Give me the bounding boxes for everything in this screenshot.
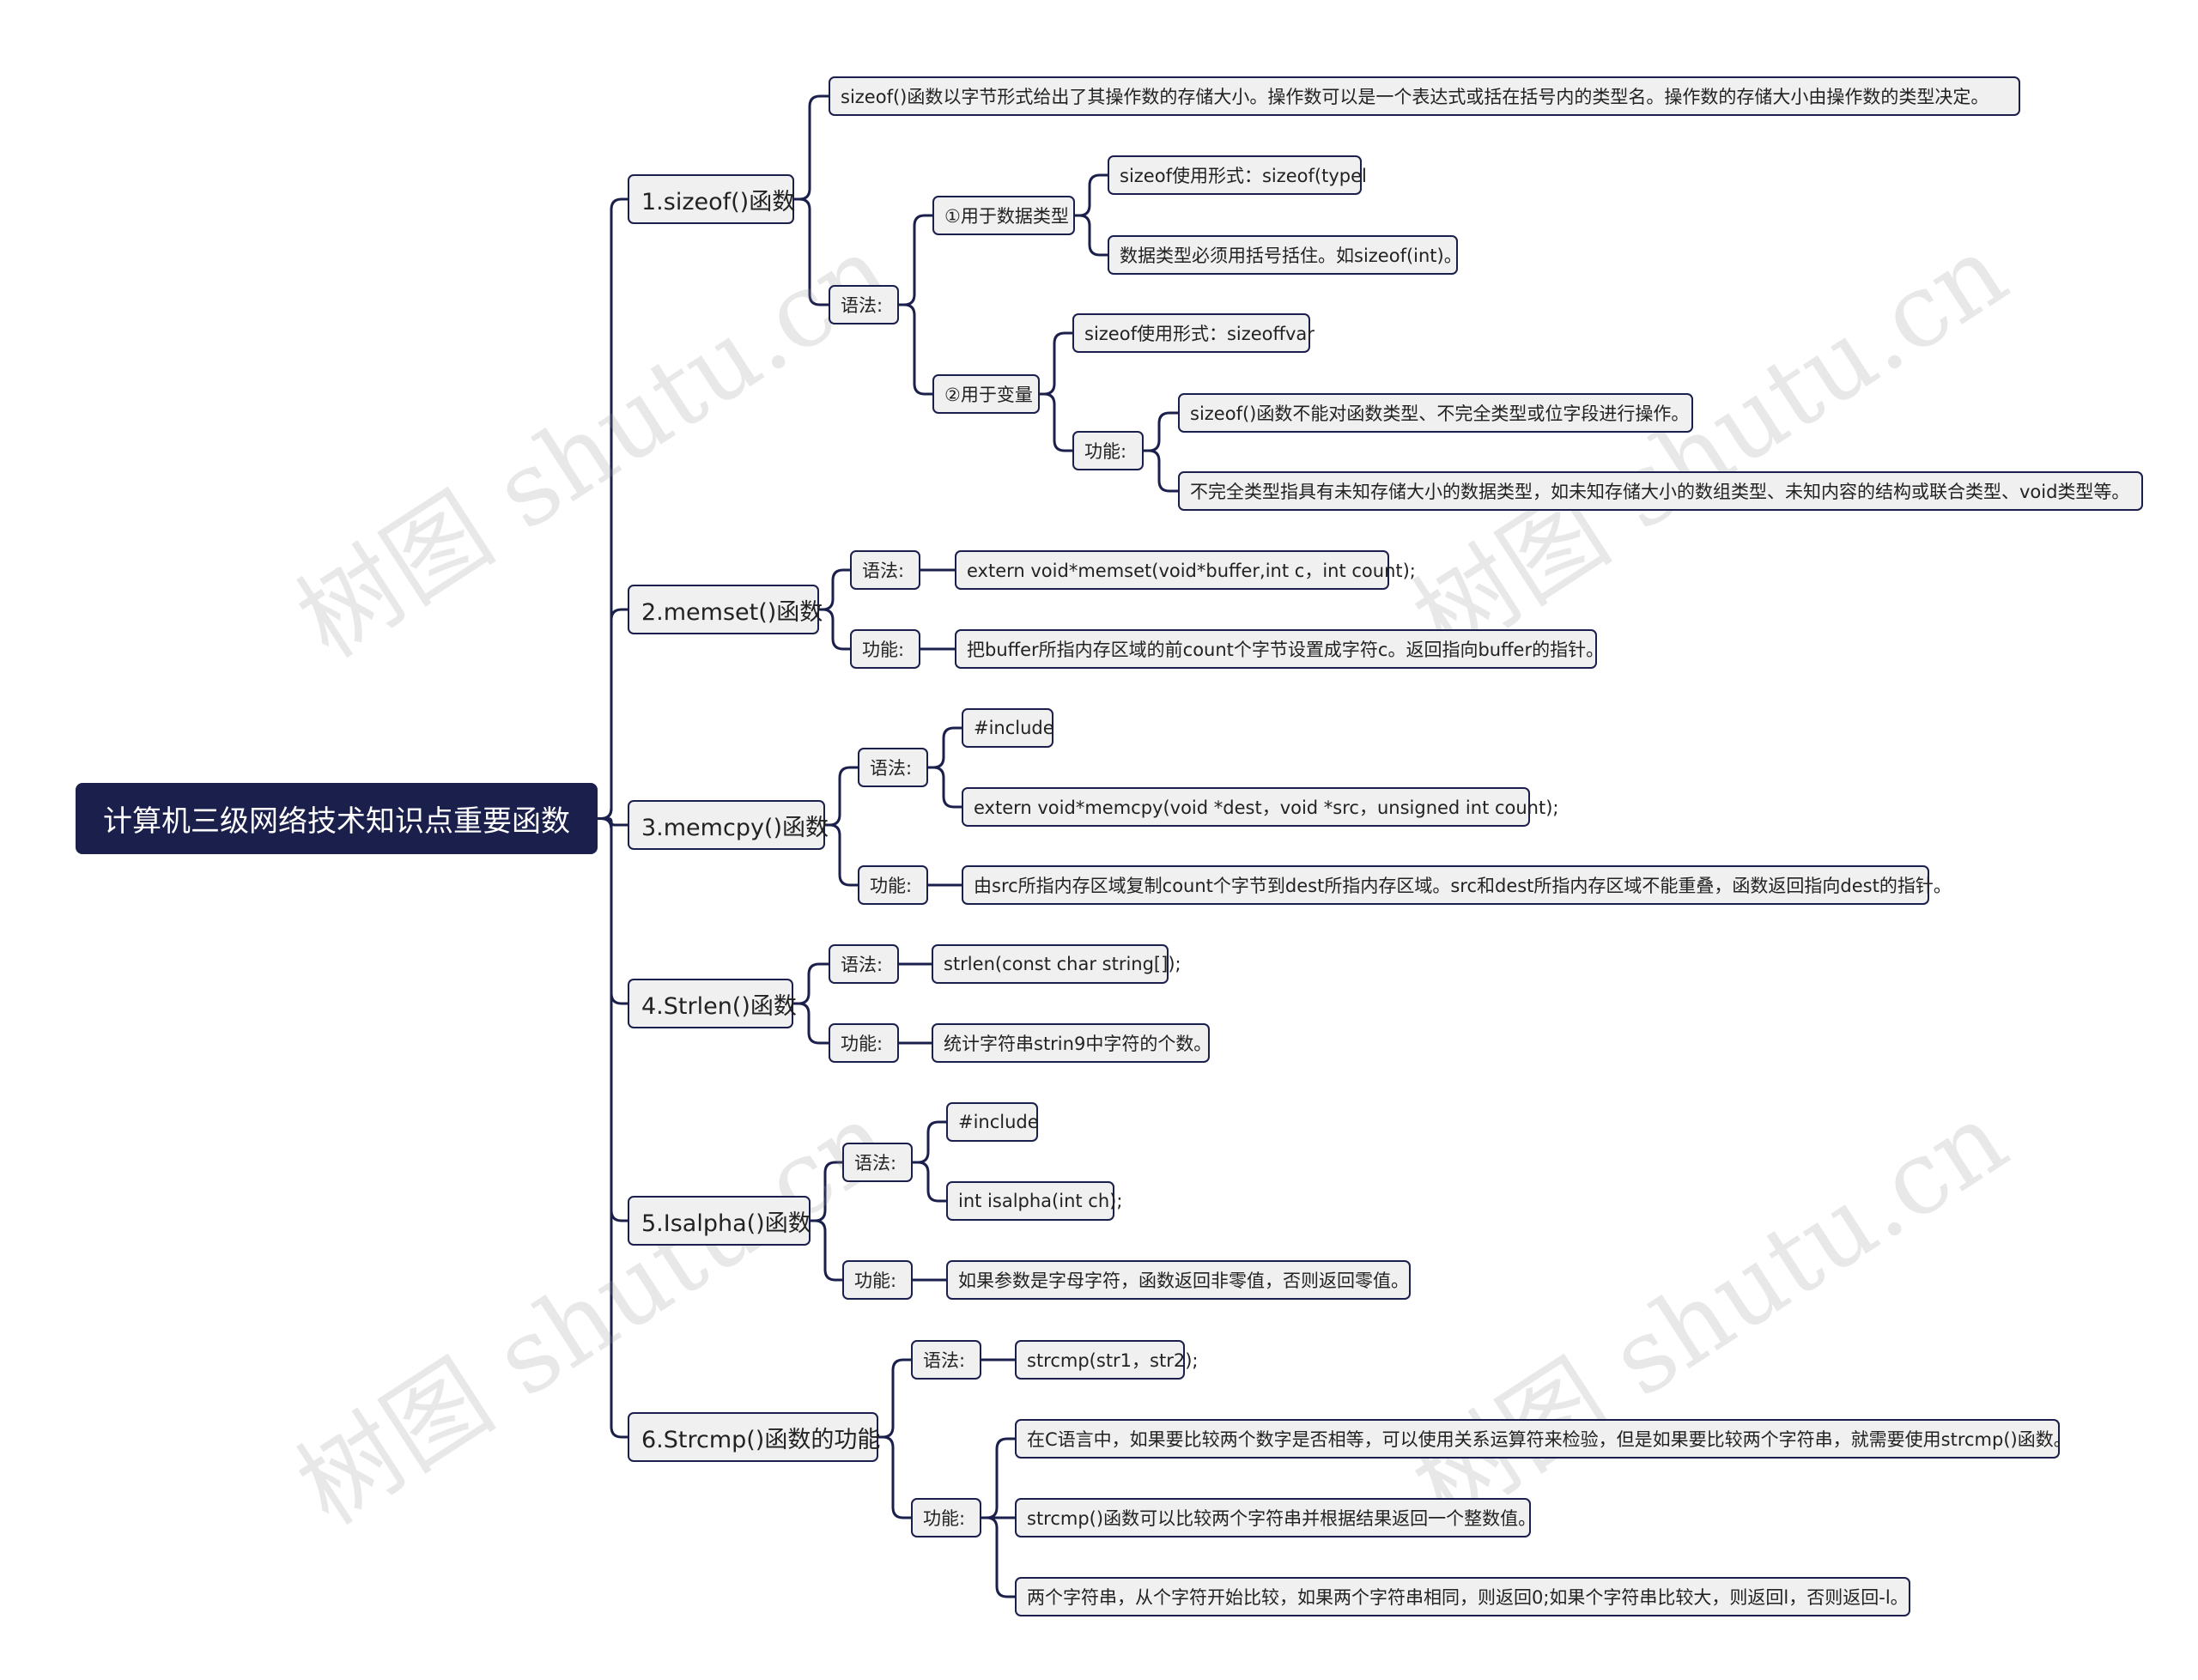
strcmp-function-item[interactable]: 在C语言中，如果要比较两个数字是否相等，可以使用关系运算符来检验，但是如果要比较… — [1015, 1419, 2072, 1459]
connector-line — [794, 94, 829, 201]
connector-line — [899, 303, 932, 396]
memcpy-syntax[interactable]: extern void*memcpy(void *dest，void *src，… — [962, 787, 1559, 827]
isalpha-function[interactable]: 如果参数是字母字符，函数返回非零值，否则返回零值。 — [946, 1260, 1411, 1300]
connector-line — [878, 1435, 911, 1519]
memset-syntax-label[interactable]: 语法: — [850, 550, 920, 590]
branch-strcmp[interactable]: 6.Strcmp()函数的功能 — [628, 1412, 880, 1462]
memcpy-function[interactable]: 由src所指内存区域复制count个字节到dest所指内存区域。src和dest… — [962, 865, 1952, 905]
strlen-syntax[interactable]: strlen(const char string[]); — [932, 944, 1181, 984]
strcmp-syntax[interactable]: strcmp(str1，str2); — [1015, 1340, 1198, 1380]
connector-line — [899, 214, 932, 306]
strlen-syntax-label[interactable]: 语法: — [829, 944, 899, 984]
sizeof-variable-form[interactable]: sizeof使用形式：sizeoffvar — [1072, 313, 1315, 353]
memcpy-include[interactable]: #include — [962, 708, 1054, 748]
connector-line — [811, 1161, 842, 1222]
connector-line — [1040, 392, 1072, 452]
strcmp-syntax-label[interactable]: 语法: — [911, 1340, 981, 1380]
branch-isalpha[interactable]: 5.Isalpha()函数 — [628, 1196, 811, 1246]
connector-line — [598, 608, 628, 820]
branch-strlen[interactable]: 4.Strlen()函数 — [628, 979, 797, 1028]
connector-line — [878, 1358, 911, 1439]
connector-line — [928, 726, 962, 769]
strcmp-function-item[interactable]: strcmp()函数可以比较两个字符串并根据结果返回一个整数值。 — [1015, 1498, 1536, 1537]
connector-line — [981, 1516, 1015, 1598]
connector-line — [913, 1161, 946, 1203]
strcmp-function-label[interactable]: 功能: — [911, 1498, 981, 1537]
memset-function-label[interactable]: 功能: — [850, 629, 920, 669]
sizeof-function-label[interactable]: 功能: — [1072, 431, 1144, 470]
connector-line — [981, 1437, 1015, 1519]
memset-syntax[interactable]: extern void*memset(void*buffer,int c，int… — [955, 550, 1416, 590]
isalpha-include[interactable]: #include — [946, 1102, 1039, 1142]
strlen-function[interactable]: 统计字符串strin9中字符的个数。 — [932, 1023, 1211, 1063]
memset-function[interactable]: 把buffer所指内存区域的前count个字节设置成字符c。返回指向buffer… — [955, 629, 1604, 669]
branch-memset[interactable]: 2.memset()函数 — [628, 585, 823, 634]
connector-line — [598, 817, 628, 827]
root-topic[interactable]: 计算机三级网络技术知识点重要函数 — [76, 783, 598, 854]
sizeof-syntax-label[interactable]: 语法: — [829, 285, 899, 324]
connector-line — [793, 962, 829, 1005]
connector-line — [598, 817, 628, 1439]
strlen-function-label[interactable]: 功能: — [829, 1023, 899, 1063]
isalpha-function-label[interactable]: 功能: — [842, 1260, 913, 1300]
connector-line — [825, 823, 858, 887]
isalpha-syntax[interactable]: int isalpha(int ch); — [946, 1181, 1122, 1221]
connector-line — [819, 568, 850, 611]
connector-line — [913, 1120, 946, 1164]
connector-line — [928, 766, 962, 809]
strcmp-function-item[interactable]: 两个字符串，从个字符开始比较，如果两个字符串相同，则返回0;如果个字符串比较大，… — [1015, 1577, 1910, 1616]
connector-line — [1144, 449, 1178, 493]
sizeof-datatype-form[interactable]: sizeof使用形式：sizeof(typel — [1108, 155, 1367, 195]
isalpha-syntax-label[interactable]: 语法: — [842, 1143, 913, 1182]
sizeof-datatype-label[interactable]: ①用于数据类型 — [932, 196, 1075, 235]
sizeof-function-item[interactable]: 不完全类型指具有未知存储大小的数据类型，如未知存储大小的数组类型、未知内容的结构… — [1178, 471, 2143, 511]
sizeof-datatype-note[interactable]: 数据类型必须用括号括住。如sizeof(int)。 — [1108, 235, 1462, 275]
memcpy-syntax-label[interactable]: 语法: — [858, 748, 928, 787]
sizeof-variable-label[interactable]: ②用于变量 — [932, 374, 1040, 414]
memcpy-function-label[interactable]: 功能: — [858, 865, 928, 905]
connector-line — [1040, 331, 1072, 396]
connector-line — [819, 608, 850, 651]
connector-line — [811, 1219, 842, 1282]
connector-line — [793, 1002, 829, 1045]
connector-line — [794, 197, 829, 306]
connector-line — [825, 766, 858, 827]
connector-line — [1075, 214, 1108, 257]
sizeof-function-item[interactable]: sizeof()函数不能对函数类型、不完全类型或位字段进行操作。 — [1178, 393, 1693, 433]
connector-line — [1144, 411, 1178, 452]
branch-memcpy[interactable]: 3.memcpy()函数 — [628, 800, 829, 850]
sizeof-description[interactable]: sizeof()函数以字节形式给出了其操作数的存储大小。操作数可以是一个表达式或… — [829, 76, 2020, 116]
connector-line — [1075, 173, 1108, 217]
branch-sizeof[interactable]: 1.sizeof()函数 — [628, 174, 795, 224]
